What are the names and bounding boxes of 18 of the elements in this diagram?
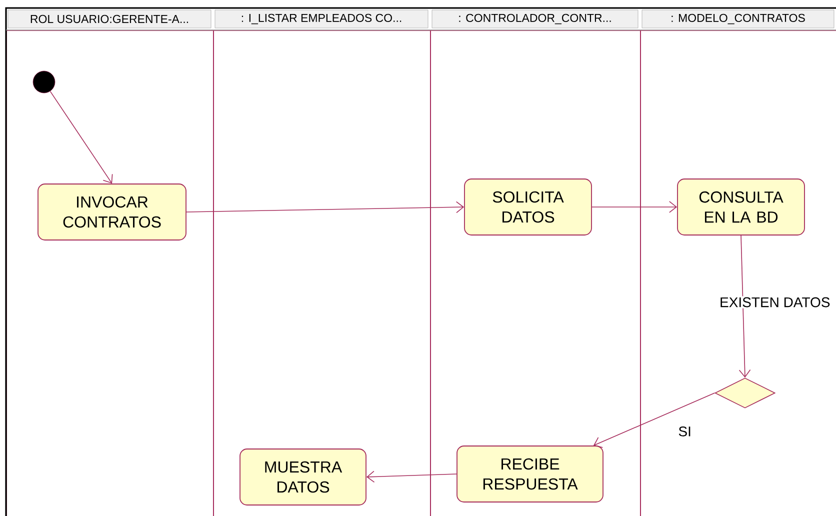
arrow	[593, 392, 715, 448]
arrow	[186, 201, 464, 214]
activity-box: INVOCAR CONTRATOS	[38, 184, 186, 240]
initial-node	[32, 70, 56, 94]
node-label: : I_LISTAR EMPLEADOS CO...	[242, 14, 402, 24]
edge-label: SI	[677, 425, 692, 438]
activity-box: CONSULTA EN LA BD	[677, 178, 805, 236]
node-label: ROL USUARIO:GERENTE-A...	[30, 14, 188, 24]
activity-box: MUESTRA DATOS	[240, 448, 366, 506]
edge-label: EXISTEN DATOS	[718, 296, 832, 308]
activity-box: SOLICITA DATOS	[464, 178, 592, 236]
arrow	[366, 470, 457, 483]
node-label: : CONTROLADOR_CONTR...	[459, 14, 611, 24]
node-label: : MODELO_CONTRATOS	[672, 14, 805, 24]
arrow	[592, 201, 678, 213]
arrow	[738, 235, 751, 378]
activity-box: RECIBE RESPUESTA	[456, 446, 604, 502]
arrow	[50, 90, 113, 184]
